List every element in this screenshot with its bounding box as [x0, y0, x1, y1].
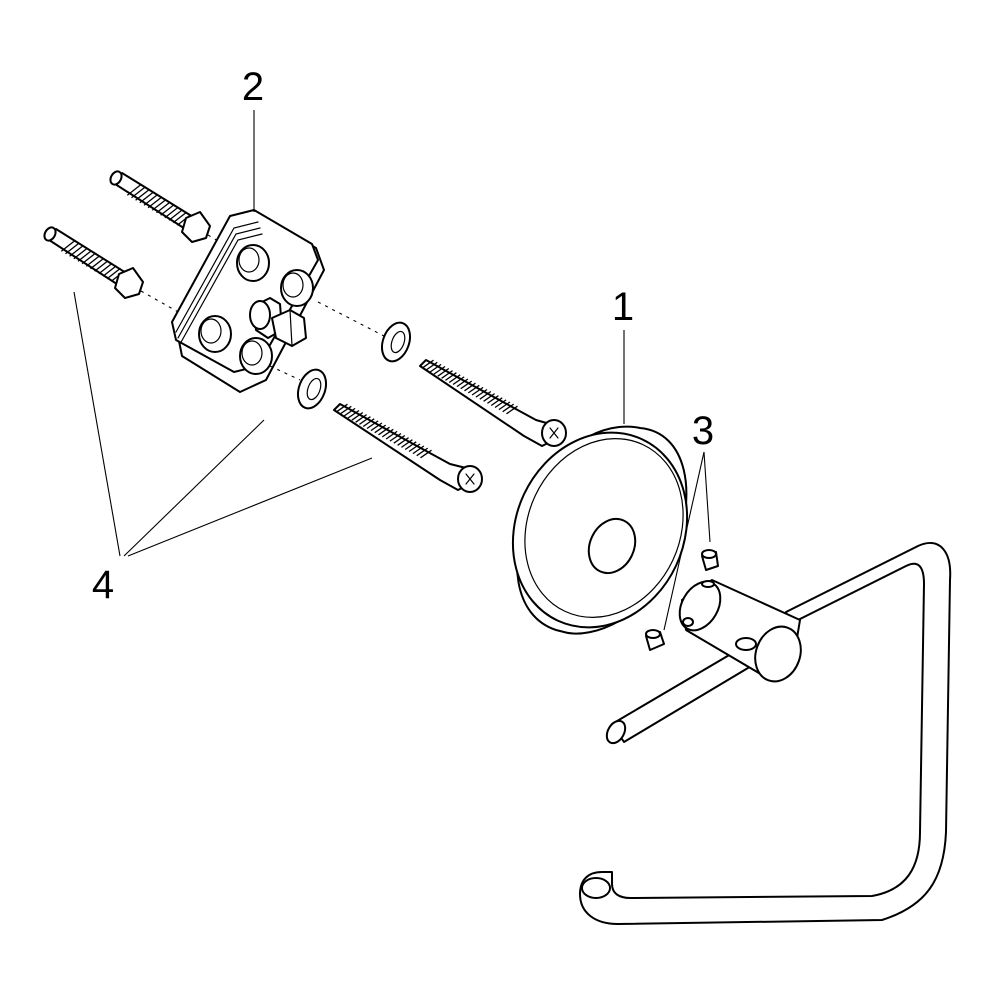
wall-anchor-upper	[109, 170, 229, 248]
callout-1: 1	[612, 285, 634, 329]
callout-4: 4	[92, 563, 114, 607]
leader-3a	[703, 451, 711, 543]
wall-anchor-lower	[43, 226, 181, 314]
washer-upper	[380, 321, 412, 363]
leader-4b	[123, 419, 265, 557]
grub-screw-top	[701, 549, 719, 571]
leader-3b	[663, 451, 705, 631]
callout-2: 2	[242, 65, 264, 109]
callout-3: 3	[692, 409, 714, 453]
wood-screw-upper	[419, 359, 567, 447]
washer-lower	[296, 368, 328, 410]
cover-rosette	[511, 425, 689, 635]
leader-4a	[73, 291, 121, 557]
leader-4c	[127, 457, 373, 557]
paper-holder-body	[579, 542, 952, 925]
wood-screw-lower	[333, 403, 483, 493]
grub-screw-side	[645, 629, 665, 651]
mounting-plate	[171, 209, 325, 393]
